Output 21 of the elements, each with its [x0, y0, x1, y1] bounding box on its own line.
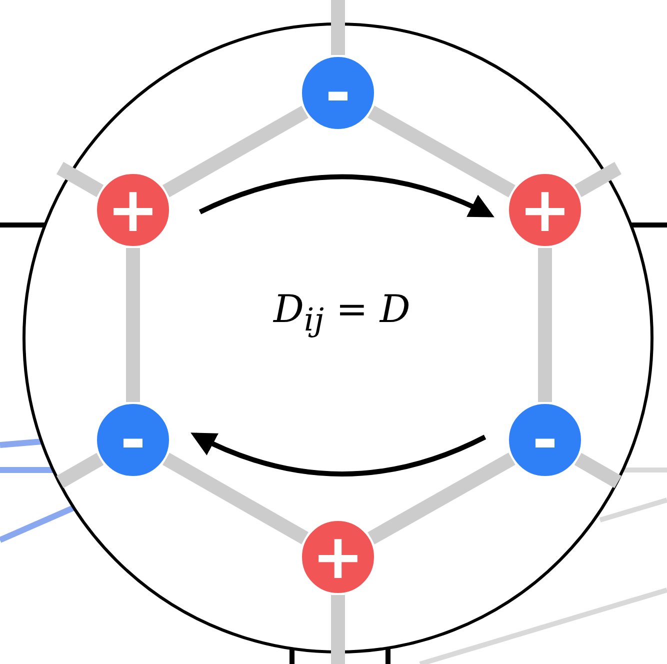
lattice-bond — [538, 248, 552, 402]
lattice-bond — [331, 0, 345, 55]
curved-arrow — [198, 174, 495, 218]
lattice-bond — [331, 595, 345, 664]
charge-sign: + — [519, 179, 571, 241]
curved-arrow — [190, 432, 486, 476]
lattice-bond — [56, 162, 104, 198]
lattice-bond — [162, 106, 308, 198]
lattice-bond — [126, 248, 140, 402]
charge-sign: - — [120, 409, 146, 471]
charge-sign: + — [312, 526, 364, 588]
lattice-bond — [368, 106, 516, 198]
lattice-bond — [574, 162, 622, 198]
charge-sign: + — [107, 179, 159, 241]
lattice-bond — [368, 452, 516, 544]
charge-sign: - — [325, 62, 351, 124]
lattice-bond — [574, 452, 622, 488]
formula-label: D$_{ij}$ = D — [274, 287, 410, 339]
lattice-bond — [162, 452, 308, 544]
charge-sign: - — [532, 409, 558, 471]
lattice-bond — [56, 452, 104, 488]
